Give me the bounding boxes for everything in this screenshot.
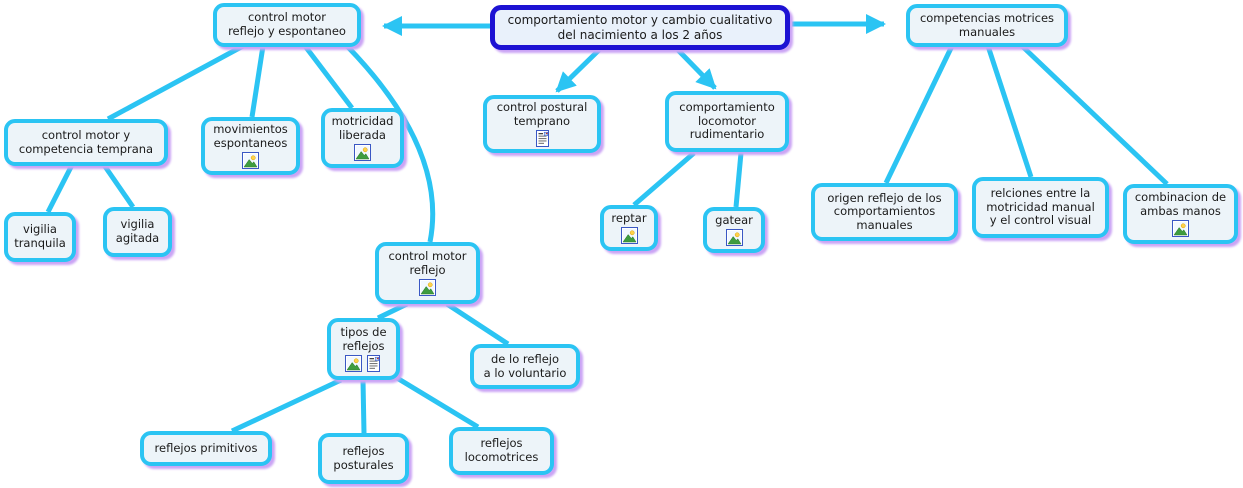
connector-tipos-reflejos-primitivos: [230, 377, 343, 434]
concept-node-control-postural[interactable]: control postural temprano: [483, 95, 601, 153]
connector-locomotor-gatear: [733, 152, 744, 208]
concept-node-gatear[interactable]: gatear: [703, 207, 765, 253]
resource-icons: [1172, 220, 1189, 238]
concept-node-reptar[interactable]: reptar: [600, 205, 658, 251]
concept-node-motricidad[interactable]: motricidad liberada: [321, 108, 404, 168]
concept-node-combinacion[interactable]: combinacion de ambas manos: [1123, 184, 1238, 244]
node-label: comportamiento motor y cambio cualitativ…: [507, 13, 773, 42]
concept-node-cmct[interactable]: control motor y competencia temprana: [4, 119, 168, 166]
concept-node-movimientos[interactable]: movimientos espontaneos: [201, 117, 300, 175]
concept-node-reflejos-primitivos[interactable]: reflejos primitivos: [140, 431, 272, 466]
node-label: vigilia agitada: [115, 217, 160, 245]
node-label: reflejos locomotrices: [464, 436, 539, 464]
node-label: gatear: [715, 212, 753, 227]
node-label: comportamiento locomotor rudimentario: [679, 100, 775, 142]
node-label: origen reflejo de los comportamientos ma…: [827, 190, 942, 232]
resource-icons: [725, 229, 743, 247]
node-label: motricidad liberada: [331, 113, 394, 142]
connector-central-control-postural: [555, 48, 601, 93]
connector-tipos-reflejos-locomotrices: [395, 375, 480, 430]
concept-node-locomotor[interactable]: comportamiento locomotor rudimentario: [665, 91, 789, 152]
resource-icons: [354, 144, 371, 162]
connector-cmre-motricidad: [303, 44, 354, 110]
image-icon[interactable]: [242, 152, 259, 170]
node-label: vigilia tranquila: [14, 222, 66, 250]
concept-node-cmre[interactable]: control motor reflejo y espontaneo: [213, 3, 361, 47]
concept-node-de-lo-reflejo[interactable]: de lo reflejo a lo voluntario: [470, 344, 580, 389]
image-icon[interactable]: [345, 355, 362, 373]
connector-cmct-vigilia-agitada: [101, 163, 136, 209]
concept-node-reflejos-posturales[interactable]: reflejos posturales: [318, 433, 409, 484]
document-icon[interactable]: [534, 130, 551, 148]
node-label: movimientos espontaneos: [213, 121, 288, 150]
concept-node-cmr[interactable]: control motor reflejo: [375, 242, 480, 304]
concept-node-competencias[interactable]: competencias motrices manuales: [906, 4, 1068, 47]
resource-icons: [620, 227, 638, 245]
node-label: control motor y competencia temprana: [18, 127, 154, 156]
image-icon[interactable]: [419, 279, 436, 297]
connector-tipos-reflejos-posturales: [360, 379, 367, 434]
connector-competencias-origen: [883, 44, 955, 185]
concept-node-vigilia-agitada[interactable]: vigilia agitada: [103, 207, 172, 257]
image-icon[interactable]: [1172, 220, 1189, 238]
connector-cmr-de-lo-reflejo: [445, 301, 510, 347]
node-label: control motor reflejo y espontaneo: [228, 10, 346, 38]
resource-icons: [345, 355, 382, 373]
node-label: control postural temprano: [496, 99, 588, 128]
node-label: control motor reflejo: [388, 248, 467, 277]
connector-competencias-combinacion: [1020, 44, 1169, 186]
concept-node-vigilia-tranquila[interactable]: vigilia tranquila: [4, 212, 76, 262]
image-icon[interactable]: [620, 227, 638, 245]
node-label: competencias motrices manuales: [919, 10, 1055, 39]
connector-cmre-cmct: [106, 43, 245, 122]
node-label: combinacion de ambas manos: [1134, 189, 1227, 218]
connector-locomotor-reptar: [632, 151, 696, 207]
connector-cmre-cmr: [345, 44, 436, 243]
resource-icons: [534, 130, 551, 148]
image-icon[interactable]: [725, 229, 743, 247]
node-label: de lo reflejo a lo voluntario: [483, 351, 567, 380]
node-label: relciones entre la motricidad manual y e…: [986, 186, 1095, 228]
node-label: reflejos posturales: [333, 443, 394, 472]
connector-central-locomotor: [676, 48, 717, 90]
concept-node-reflejos-locomotrices[interactable]: reflejos locomotrices: [449, 427, 554, 475]
node-label: reflejos primitivos: [154, 440, 258, 455]
resource-icons: [419, 279, 436, 297]
connector-cmr-tipos: [376, 301, 409, 321]
concept-node-tipos[interactable]: tipos de reflejos: [327, 318, 400, 380]
node-label: reptar: [611, 210, 647, 225]
resource-icons: [242, 152, 259, 170]
image-icon[interactable]: [354, 144, 371, 162]
concept-node-relciones[interactable]: relciones entre la motricidad manual y e…: [972, 177, 1109, 238]
node-label: tipos de reflejos: [340, 324, 387, 353]
connector-cmct-vigilia-tranquila: [45, 163, 75, 214]
connector-competencias-relciones: [985, 45, 1034, 178]
connector-cmre-movimientos: [249, 45, 266, 118]
concept-node-central[interactable]: comportamiento motor y cambio cualitativ…: [490, 5, 790, 50]
concept-node-origen[interactable]: origen reflejo de los comportamientos ma…: [811, 183, 958, 241]
document-icon[interactable]: [365, 355, 382, 373]
